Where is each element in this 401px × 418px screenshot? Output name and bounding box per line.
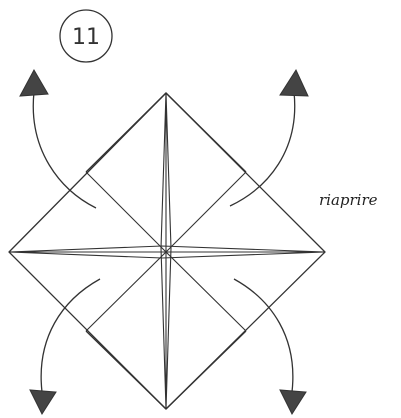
step-badge: 11 [59, 9, 113, 63]
arrow-bottom-left-shaft [40, 278, 101, 393]
instruction-label: riaprire [319, 191, 378, 209]
step-circle [59, 9, 113, 63]
arrow-bottom-right-head [279, 389, 307, 416]
arrow-bottom-right-shaft [233, 278, 294, 393]
arrow-bottom-right [233, 278, 307, 416]
arrow-top-right [229, 68, 309, 207]
arrow-top-right-head [279, 68, 309, 97]
arrow-top-left [19, 68, 97, 209]
folded-paper [8, 92, 326, 410]
arrow-top-left-head [19, 68, 49, 97]
arrow-bottom-left-head [29, 389, 57, 416]
arrow-top-right-shaft [229, 91, 296, 207]
arrow-bottom-left [29, 278, 101, 416]
arrow-top-left-shaft [32, 91, 97, 209]
step-number: 11 [72, 25, 100, 50]
